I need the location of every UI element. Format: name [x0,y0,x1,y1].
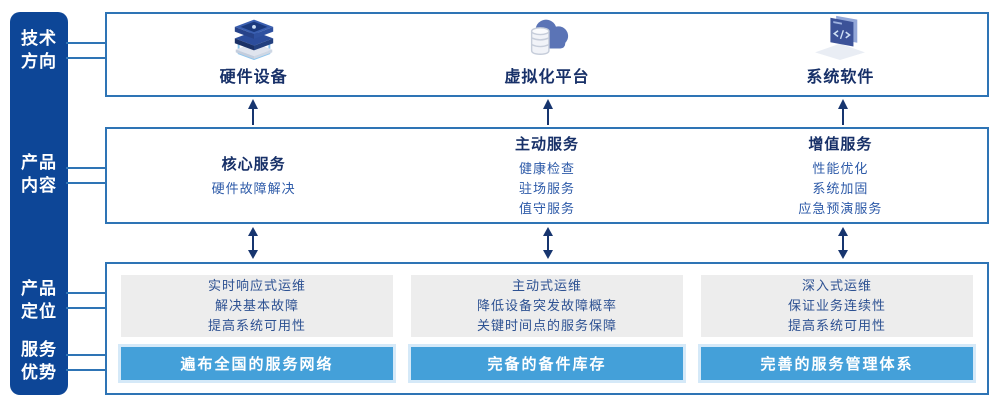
connector-line [66,182,106,184]
service-heading: 核心服务 [221,155,286,173]
sidebar-label-line: 方向 [21,52,57,71]
connector-line [66,307,106,309]
up-arrow [248,99,258,125]
code-window-icon [809,12,871,60]
sidebar-label-line: 产品 [21,279,57,298]
tech-item-hardware: 硬件设备 [107,14,400,95]
double-arrow [838,227,848,259]
service-heading: 主动服务 [514,135,579,153]
tech-item-label: 虚拟化平台 [504,69,590,86]
positioning-point: 关键时间点的服务保障 [476,318,617,333]
sidebar-label-line: 优势 [21,363,57,382]
positioning-text-panel: 主动式运维 降低设备突发故障概率 关键时间点的服务保障 [411,275,683,337]
product-positioning-panel: 实时响应式运维 解决基本故障 提高系统可用性 遍布全国的服务网络 主动式运维 降… [105,262,989,395]
service-item: 驻场服务 [518,180,575,196]
tech-item-virtualization: 虚拟化平台 [400,14,693,95]
service-item: 性能优化 [812,160,869,176]
connector-line [66,167,106,169]
positioning-point: 解决基本故障 [214,298,299,313]
product-content-panel: 核心服务 硬件故障解决 主动服务 健康检查 驻场服务 值守服务 增值服务 性能优… [105,127,989,224]
sidebar-label-line: 技术 [21,29,57,48]
service-item: 硬件故障解决 [211,180,296,196]
positioning-column-realtime: 实时响应式运维 解决基本故障 提高系统可用性 遍布全国的服务网络 [121,275,393,380]
positioning-point: 降低设备突发故障概率 [476,298,617,313]
service-column-proactive: 主动服务 健康检查 驻场服务 值守服务 [400,129,693,222]
sidebar-label-line: 定位 [21,302,57,321]
sidebar-label-service-advantage: 服务 优势 [10,338,68,384]
tech-item-system-software: 系统软件 [694,14,987,95]
positioning-point: 深入式运维 [801,278,872,293]
tech-item-label: 硬件设备 [219,69,288,86]
server-stack-icon [223,12,285,60]
positioning-point: 实时响应式运维 [207,278,306,293]
sidebar-label-line: 产品 [21,153,57,172]
sidebar-label-line: 服务 [21,340,57,359]
service-item: 健康检查 [518,160,575,176]
positioning-text-panel: 实时响应式运维 解决基本故障 提高系统可用性 [121,275,393,337]
connector-line [66,369,106,371]
tech-item-label: 系统软件 [806,69,875,86]
positioning-column-deep: 深入式运维 保证业务连续性 提高系统可用性 完善的服务管理体系 [701,275,973,380]
service-heading: 增值服务 [808,135,873,153]
up-arrow [838,99,848,125]
cloud-database-icon [516,12,578,60]
positioning-point: 主动式运维 [511,278,582,293]
connector-line [66,354,106,356]
positioning-point: 提高系统可用性 [207,318,306,333]
double-arrow [543,227,553,259]
service-item: 值守服务 [518,200,575,216]
up-arrow [543,99,553,125]
service-item: 应急预演服务 [798,200,883,216]
sidebar-label-product-content: 产品 内容 [10,151,68,197]
tech-direction-panel: 硬件设备 虚拟化平台 [105,12,989,97]
connector-line [66,42,106,44]
advantage-bar: 完善的服务管理体系 [701,347,973,380]
positioning-text-panel: 深入式运维 保证业务连续性 提高系统可用性 [701,275,973,337]
advantage-bar: 遍布全国的服务网络 [121,347,393,380]
service-column-value-added: 增值服务 性能优化 系统加固 应急预演服务 [694,129,987,222]
connector-line [66,292,106,294]
category-sidebar: 技术 方向 产品 内容 产品 定位 服务 优势 [10,12,68,395]
service-column-core: 核心服务 硬件故障解决 [107,129,400,222]
double-arrow [248,227,258,259]
sidebar-label-line: 内容 [21,176,57,195]
sidebar-label-product-positioning: 产品 定位 [10,277,68,323]
sidebar-label-tech-direction: 技术 方向 [10,27,68,73]
service-item: 系统加固 [812,180,869,196]
connector-line [66,57,106,59]
positioning-point: 提高系统可用性 [787,318,886,333]
positioning-point: 保证业务连续性 [787,298,886,313]
advantage-bar: 完备的备件库存 [411,347,683,380]
positioning-column-proactive: 主动式运维 降低设备突发故障概率 关键时间点的服务保障 完备的备件库存 [411,275,683,380]
